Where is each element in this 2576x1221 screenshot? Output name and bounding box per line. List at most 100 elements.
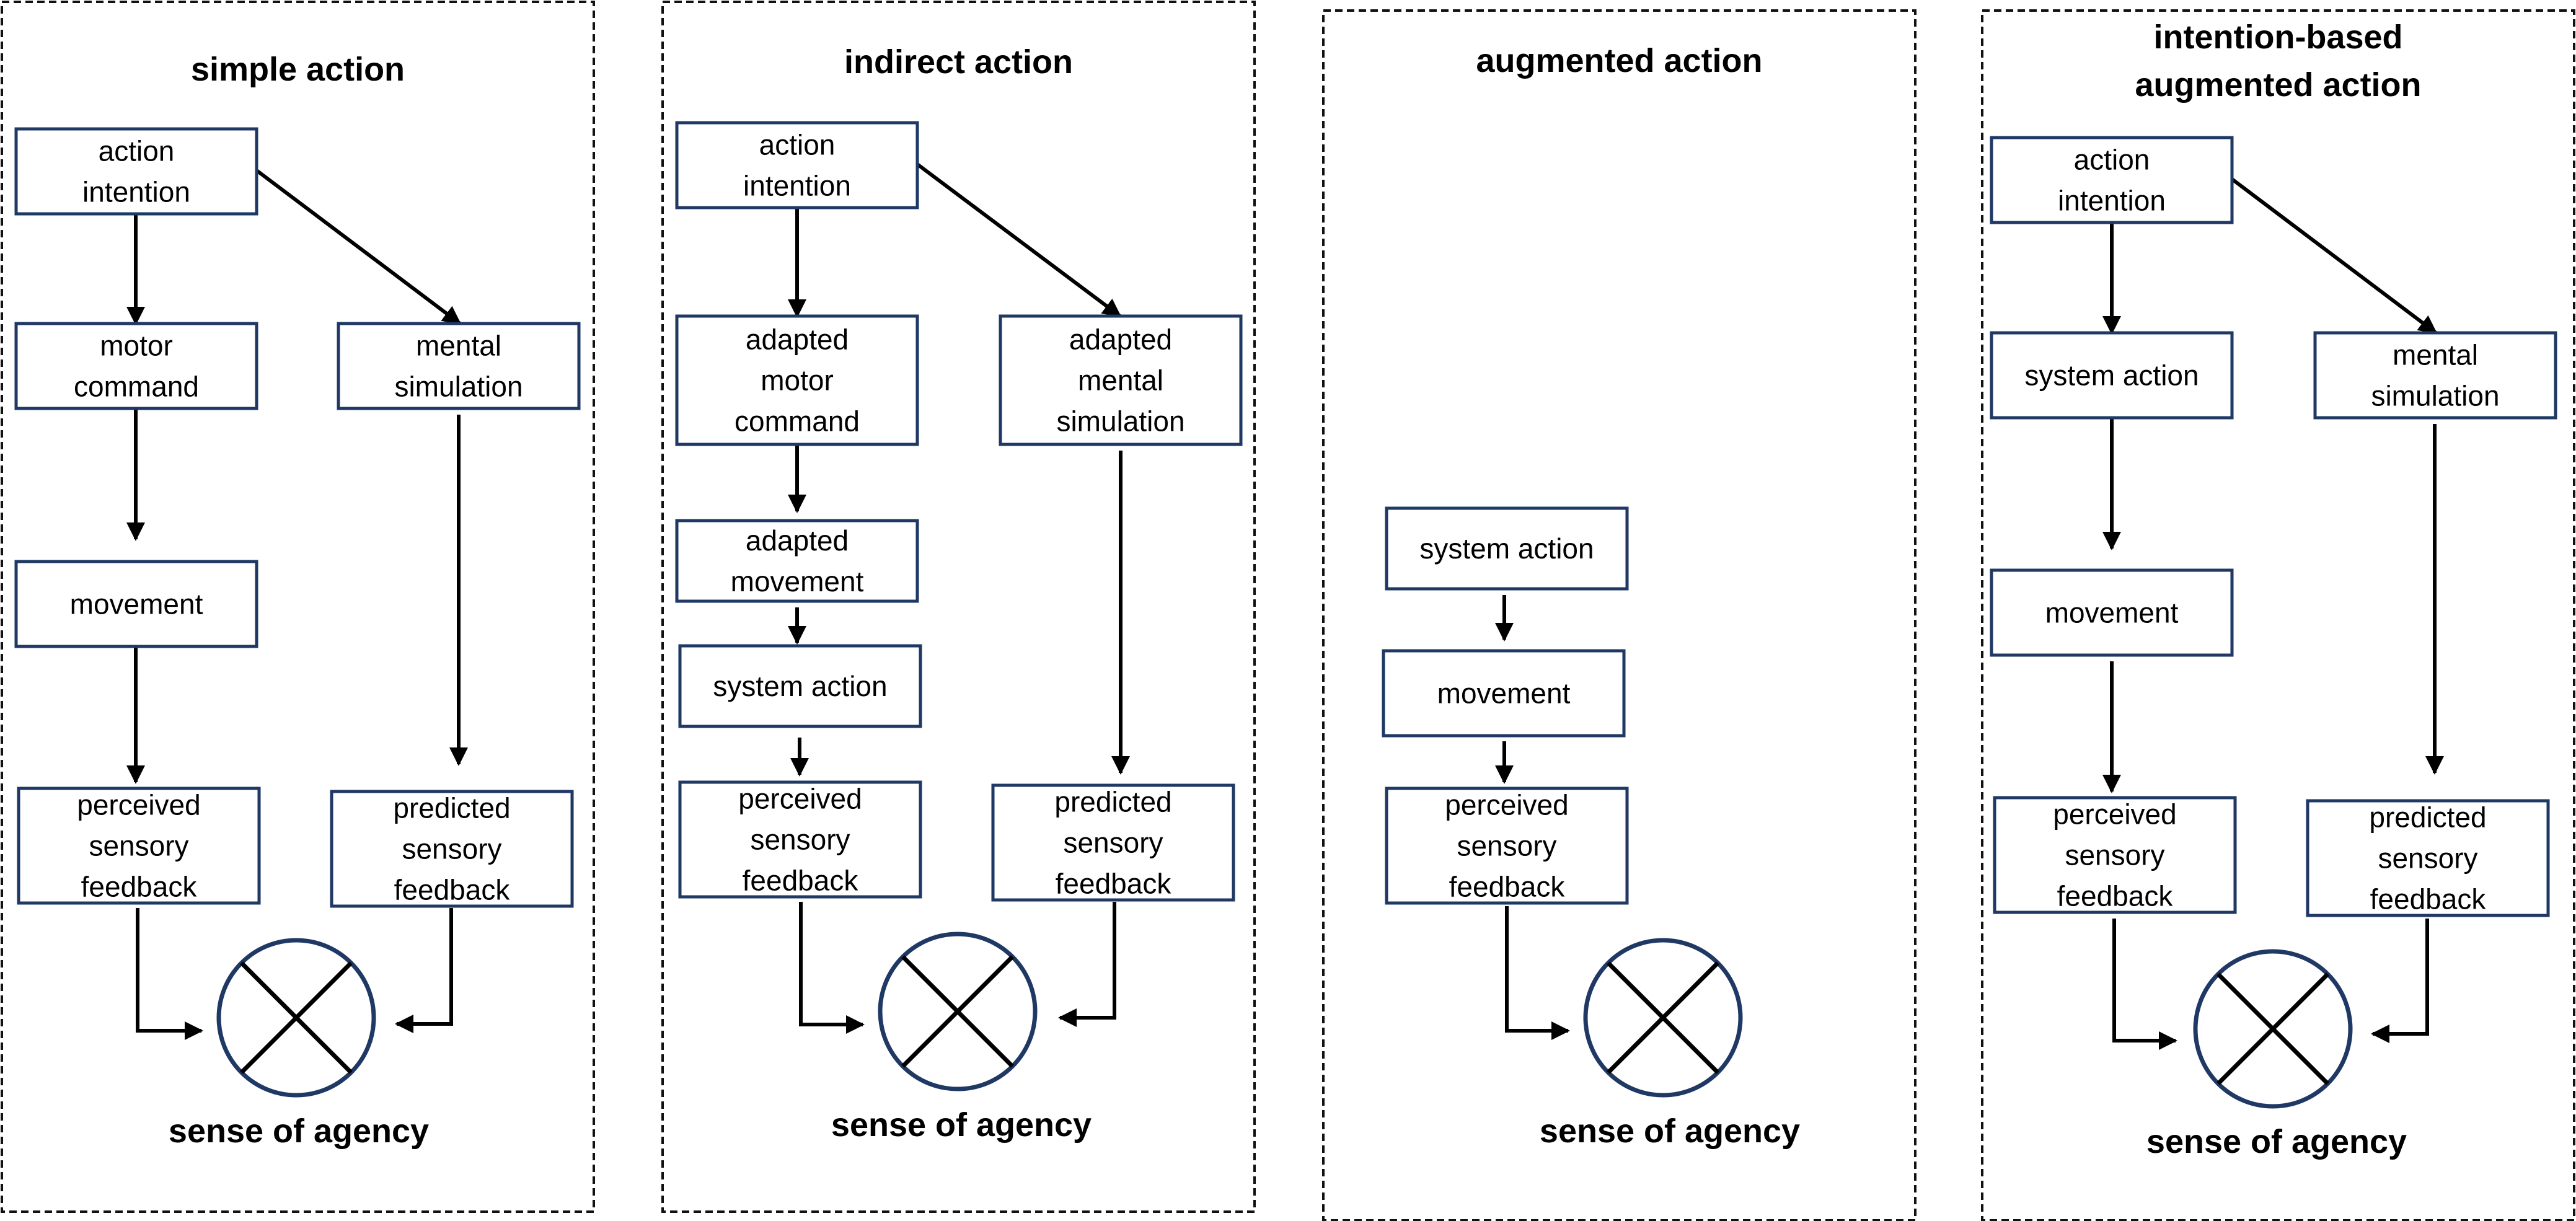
node-label: intention [2058,185,2166,217]
node-system: system action [678,644,922,728]
sense-of-agency-label: sense of agency [1540,1113,1800,1150]
node-label: mental [416,330,501,362]
node-box [1385,787,1629,905]
node-label: feedback [81,871,198,903]
sense-of-agency-label: sense of agency [2146,1123,2407,1160]
node-label: feedback [1056,868,1172,900]
panel-title: indirect action [844,43,1073,81]
node-box [1382,649,1626,738]
comparator-cross-line [2217,972,2329,1085]
node-label: mental [2393,339,2478,371]
flow-arrow [2112,919,2177,1050]
comparator-symbol [216,938,376,1098]
node-label: sensory [2378,842,2477,875]
node-intention: action intention [1990,136,2234,224]
node-label: mental [1078,364,1163,397]
flow-arrow [1058,902,1116,1027]
node-label: system action [2024,359,2199,392]
node-label: adapted [746,324,849,356]
node-box [1990,136,2234,224]
node-label: sensory [402,833,501,865]
flow-arrow [1505,906,1570,1040]
node-box [678,780,922,899]
comparator-symbol [2193,949,2353,1109]
node-label: movement [2045,597,2179,629]
node-label: system action [713,670,887,702]
node-motor: motor command [14,322,258,410]
flow-arrow [136,908,203,1040]
node-movement: movement [1382,649,1626,738]
node-movement: movement [14,560,258,648]
flow-arrow [255,169,462,325]
node-simulation: mental simulation [2313,331,2557,420]
panel-title: augmented action [1476,42,1762,79]
node-label: motor [761,364,834,397]
node-movement: adapted movement [675,519,919,603]
node-label: perceived [2053,798,2176,831]
node-simulation: adapted mental simulation [999,314,1243,446]
node-label: action [2074,144,2150,176]
node-label: sensory [1063,827,1163,859]
flow-arrow [916,162,1122,318]
flow-arrow [395,908,453,1033]
node-system: system action [1990,331,2234,420]
node-box [678,644,922,728]
node-label: sensory [2065,839,2164,871]
node-label: movement [1437,677,1571,710]
node-label: predicted [1054,786,1171,818]
flow-arrow [2231,177,2438,335]
node-label: command [74,371,199,403]
node-predicted: predicted sensory feedback [991,783,1235,902]
node-box [2306,799,2550,917]
node-box [675,314,919,446]
node-label: command [734,405,860,438]
node-label: simulation [394,371,523,403]
node-box [675,121,919,209]
node-label: intention [743,170,851,202]
node-label: motor [100,330,173,362]
node-label: feedback [1449,871,1566,903]
node-box [1990,568,2234,657]
node-label: action [759,129,836,161]
node-box [991,783,1235,902]
node-label: perceived [77,789,200,821]
node-box [2313,331,2557,420]
node-label: predicted [2369,801,2486,834]
panel-border [1,1,595,1213]
node-label: perceived [1445,789,1568,821]
node-label: predicted [393,792,510,824]
panel-title: intention-based [2154,19,2403,56]
comparator-cross-line [240,961,353,1074]
comparator-cross-line [901,955,1014,1068]
panel-0: simple actionactionintentionmotorcommand… [1,1,595,1213]
node-label: simulation [2371,380,2499,412]
node-label: simulation [1056,405,1184,438]
node-box [1385,506,1629,591]
node-motor: adapted motor command [675,314,919,446]
panel-border [1981,9,2575,1221]
node-simulation: mental simulation [337,322,581,410]
node-box [337,322,581,410]
node-label: movement [731,565,864,597]
node-label: adapted [746,524,849,557]
node-label: movement [70,588,203,620]
node-label: adapted [1069,324,1172,356]
node-system: system action [1385,506,1629,591]
comparator-cross-line [1607,961,1719,1074]
node-box [999,314,1243,446]
comparator-symbol [878,932,1038,1091]
node-label: action [99,135,175,167]
node-intention: action intention [675,121,919,209]
panel-2: augmented action system action movement per… [1322,9,1917,1221]
node-movement: movement [1990,568,2234,657]
panel-title: augmented action [2135,66,2421,104]
panel-border [661,1,1256,1213]
node-label: feedback [2057,880,2174,912]
node-box [330,790,574,908]
